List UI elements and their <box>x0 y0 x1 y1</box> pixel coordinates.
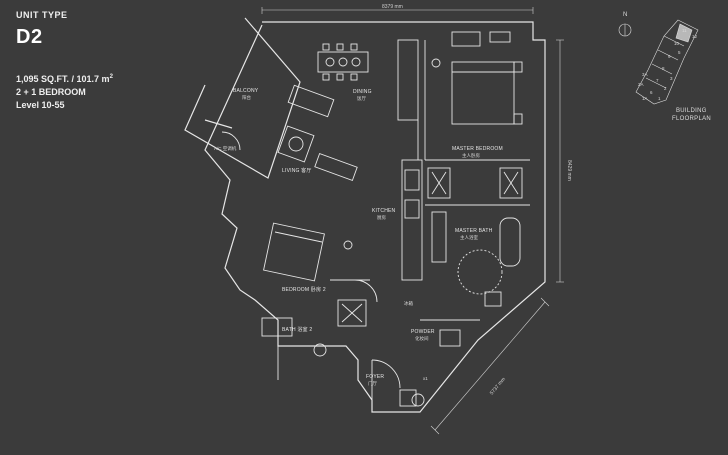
kitchen-counter <box>397 39 419 121</box>
outer-wall-balcony <box>184 17 301 179</box>
label-fridge: 冰箱 <box>404 300 413 307</box>
unit-area: 1,095 SQ.FT. / 101.7 m2 <box>16 71 196 86</box>
master-bed <box>451 61 515 125</box>
label-bedroom2: BEDROOM 卧房 2 <box>282 286 326 293</box>
unit-area-text: 1,095 SQ.FT. / 101.7 m <box>16 74 110 84</box>
key-plan-label-2: FLOORPLAN <box>672 116 711 122</box>
key-plan: N 12 11 10 9 8 7 6 5 3 2 1 3A 2A 1A BUIL… <box>618 12 711 122</box>
key-num: 3A <box>642 72 648 77</box>
key-num: 11 <box>682 28 687 33</box>
unit-info: UNIT TYPE D2 1,095 SQ.FT. / 101.7 m2 2 +… <box>16 10 196 112</box>
label-dining: DINING <box>353 89 372 95</box>
outer-wall <box>204 21 546 413</box>
key-num: 1A <box>642 96 648 101</box>
label-balcony-cn: 阳台 <box>242 94 251 101</box>
key-num: 9 <box>668 54 671 59</box>
label-master-bath: MASTER BATH <box>455 228 493 234</box>
label-dining-cn: 饭厅 <box>357 95 366 102</box>
label-note: x1 <box>423 376 428 381</box>
label-powder: POWDER <box>411 329 435 335</box>
label-powder-cn: 化妆间 <box>415 335 429 342</box>
key-building-outline <box>635 19 699 105</box>
north-label: N <box>623 12 628 18</box>
label-master-bedroom-cn: 主人卧房 <box>462 152 480 159</box>
unit-bedrooms: 2 + 1 BEDROOM <box>16 87 86 97</box>
unit-area-sup: 2 <box>109 74 113 80</box>
key-plan-label-1: BUILDING <box>676 108 707 114</box>
dining-table <box>317 51 369 73</box>
dim-top: 8379 mm <box>382 4 403 10</box>
sofa <box>287 84 335 118</box>
label-ac: A/C 空调机 <box>214 145 237 152</box>
dim-line-bottom-right <box>434 301 546 431</box>
bathtub <box>499 217 521 267</box>
bedroom2-bed <box>263 222 325 282</box>
unit-code: D2 <box>16 26 43 48</box>
key-num: 10 <box>674 41 680 46</box>
key-num: 6 <box>650 90 653 95</box>
unit-specs: 1,095 SQ.FT. / 101.7 m2 2 + 1 BEDROOM Le… <box>16 71 196 112</box>
label-living: LIVING 客厅 <box>282 167 312 174</box>
key-num: 3 <box>670 76 673 81</box>
label-master-bedroom: MASTER BEDROOM <box>452 146 503 152</box>
key-num: 12 <box>692 34 698 39</box>
label-balcony: BALCONY <box>233 88 259 94</box>
label-foyer: FOYER <box>366 374 384 380</box>
key-num: 5 <box>678 50 681 55</box>
coffee-table <box>277 125 315 163</box>
label-foyer-cn: 门厅 <box>368 380 377 387</box>
key-unit-highlight <box>675 23 693 43</box>
label-kitchen: KITCHEN <box>372 208 396 214</box>
kitchen-column <box>401 159 423 281</box>
dim-right: 8429 mm <box>566 160 572 181</box>
key-num: 1 <box>658 96 661 101</box>
key-num: 2 <box>664 86 667 91</box>
unit-levels: Level 10-55 <box>16 100 65 110</box>
label-bath2: BATH 浴室 2 <box>282 326 312 333</box>
label-master-bath-cn: 主人浴室 <box>460 234 478 241</box>
balcony-divider <box>204 119 233 129</box>
key-num: 7 <box>656 78 659 83</box>
label-kitchen-cn: 厨房 <box>377 214 386 221</box>
key-num: 2A <box>638 82 644 87</box>
key-num: 8 <box>662 66 665 71</box>
dim-bottom-right: 5737 mm <box>489 376 507 396</box>
unit-type-label: UNIT TYPE <box>16 10 68 20</box>
